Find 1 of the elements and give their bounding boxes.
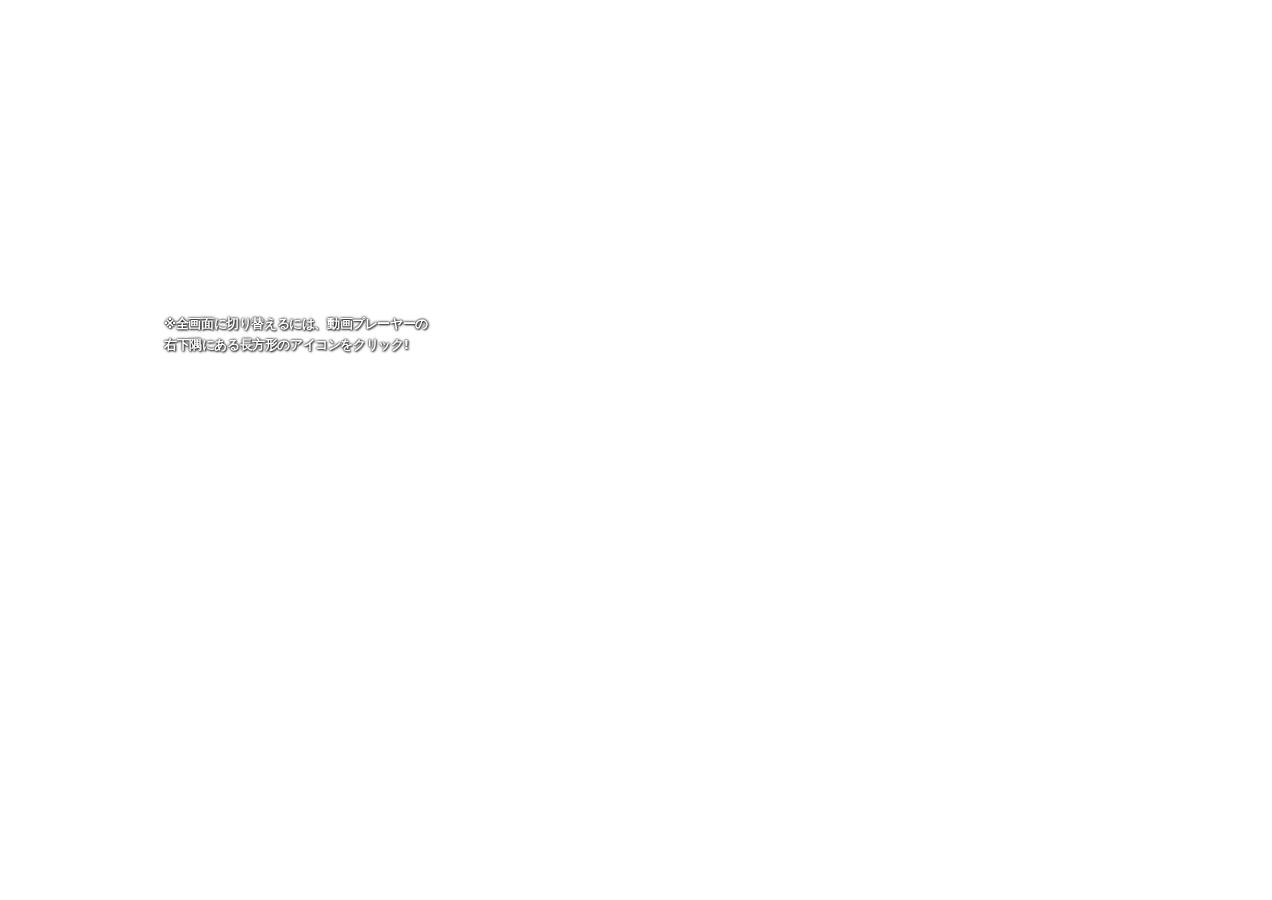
note-text: ※全画面に切り替えるには、動画プレーヤーの右下隅にある長方形のアイコンをクリック! xyxy=(164,315,431,355)
